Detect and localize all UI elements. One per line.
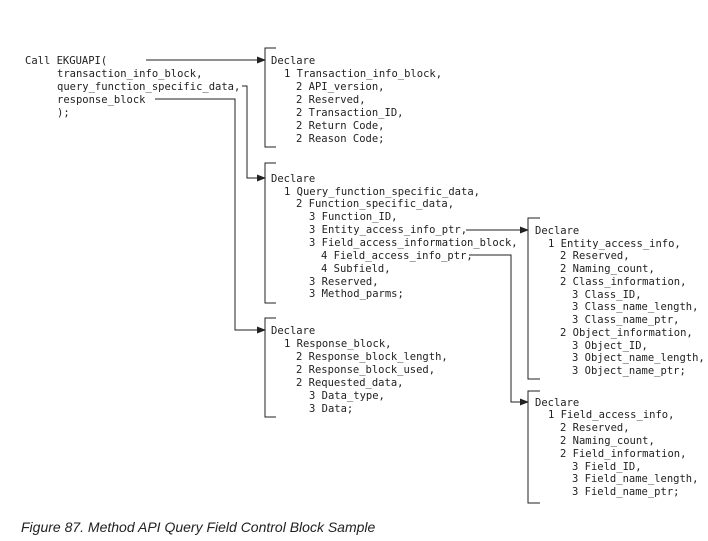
field-line-7: 3 Field_name_ptr;: [572, 486, 679, 498]
response-block-bracket: [264, 317, 276, 418]
arrowhead-entity: [520, 226, 529, 234]
query-line-4: 3 Entity_access_info_ptr,: [309, 224, 467, 236]
entity-line-1: 1 Entity_access_info,: [548, 238, 681, 250]
connector-query: [242, 85, 258, 179]
response-line-1: 1 Response_block,: [284, 338, 391, 350]
entity-line-6: 3 Class_name_length,: [572, 301, 698, 313]
response-block-declare: Declare 1 Response_block, 2 Response_blo…: [264, 317, 448, 418]
field-access-info-declare: Declare 1 Field_access_info, 2 Reserved,…: [527, 390, 698, 504]
call-line-4: );: [57, 107, 70, 119]
response-line-0: Declare: [271, 325, 315, 337]
query-line-6: 4 Field_access_info_ptr,: [321, 250, 473, 262]
connector-response: [155, 98, 258, 331]
field-block-bracket: [527, 390, 540, 504]
field-line-2: 2 Reserved,: [560, 422, 630, 434]
entity-line-10: 3 Object_name_length,: [572, 352, 705, 364]
transaction-line-5: 2 Return Code,: [296, 120, 385, 132]
transaction-line-2: 2 API_version,: [296, 81, 385, 93]
entity-access-info-declare: Declare 1 Entity_access_info, 2 Reserved…: [527, 217, 705, 380]
transaction-line-3: 2 Reserved,: [296, 94, 366, 106]
transaction-line-6: 2 Reason Code;: [296, 133, 385, 145]
call-line-3: response_block: [57, 94, 146, 106]
entity-line-3: 2 Naming_count,: [560, 263, 655, 275]
entity-line-2: 2 Reserved,: [560, 250, 630, 262]
field-line-4: 2 Field_information,: [560, 448, 686, 460]
arrowhead-transaction: [257, 56, 266, 64]
field-line-5: 3 Field_ID,: [572, 461, 642, 473]
transaction-block-bracket: [264, 47, 276, 148]
call-statement: Call EKGUAPI( transaction_info_block, qu…: [25, 55, 240, 119]
response-line-3: 2 Response_block_used,: [296, 364, 435, 376]
response-line-6: 3 Data;: [309, 403, 353, 415]
figure-caption: Figure 87. Method API Query Field Contro…: [21, 519, 376, 535]
transaction-line-4: 2 Transaction_ID,: [296, 107, 403, 119]
query-block-bracket: [264, 162, 276, 304]
transaction-line-1: 1 Transaction_info_block,: [284, 68, 442, 80]
entity-line-5: 3 Class_ID,: [572, 289, 642, 301]
entity-line-0: Declare: [535, 225, 579, 237]
arrowhead-query: [257, 174, 266, 182]
transaction-line-0: Declare: [271, 55, 315, 67]
response-line-4: 2 Requested_data,: [296, 377, 403, 389]
entity-line-9: 3 Object_ID,: [572, 340, 648, 352]
field-line-0: Declare: [535, 397, 579, 409]
entity-block-bracket: [527, 217, 540, 380]
call-line-2: query_function_specific_data,: [57, 81, 240, 93]
response-line-5: 3 Data_type,: [309, 390, 385, 402]
field-line-1: 1 Field_access_info,: [548, 409, 674, 421]
query-function-specific-data-declare: Declare 1 Query_function_specific_data, …: [264, 162, 518, 304]
query-line-9: 3 Method_parms;: [309, 288, 404, 300]
call-line-1: transaction_info_block,: [57, 68, 202, 80]
entity-line-11: 3 Object_name_ptr;: [572, 365, 686, 377]
query-line-0: Declare: [271, 173, 315, 185]
query-line-3: 3 Function_ID,: [309, 211, 398, 223]
transaction-info-block-declare: Declare 1 Transaction_info_block, 2 API_…: [264, 47, 442, 148]
connectors: [146, 56, 529, 406]
query-line-2: 2 Function_specific_data,: [296, 198, 454, 210]
arrowhead-response: [257, 326, 266, 334]
entity-line-4: 2 Class_information,: [560, 276, 686, 288]
arrowhead-field: [520, 398, 529, 406]
query-line-5: 3 Field_access_information_block,: [309, 237, 518, 249]
query-line-7: 4 Subfield,: [321, 263, 391, 275]
connector-field: [469, 254, 521, 403]
field-line-3: 2 Naming_count,: [560, 435, 655, 447]
response-line-2: 2 Response_block_length,: [296, 351, 448, 363]
entity-line-7: 3 Class_name_ptr,: [572, 314, 679, 326]
query-line-1: 1 Query_function_specific_data,: [284, 186, 480, 198]
query-line-8: 3 Reserved,: [309, 276, 379, 288]
call-line-0: Call EKGUAPI(: [25, 55, 107, 67]
field-line-6: 3 Field_name_length,: [572, 473, 698, 485]
entity-line-8: 2 Object_information,: [560, 327, 693, 339]
